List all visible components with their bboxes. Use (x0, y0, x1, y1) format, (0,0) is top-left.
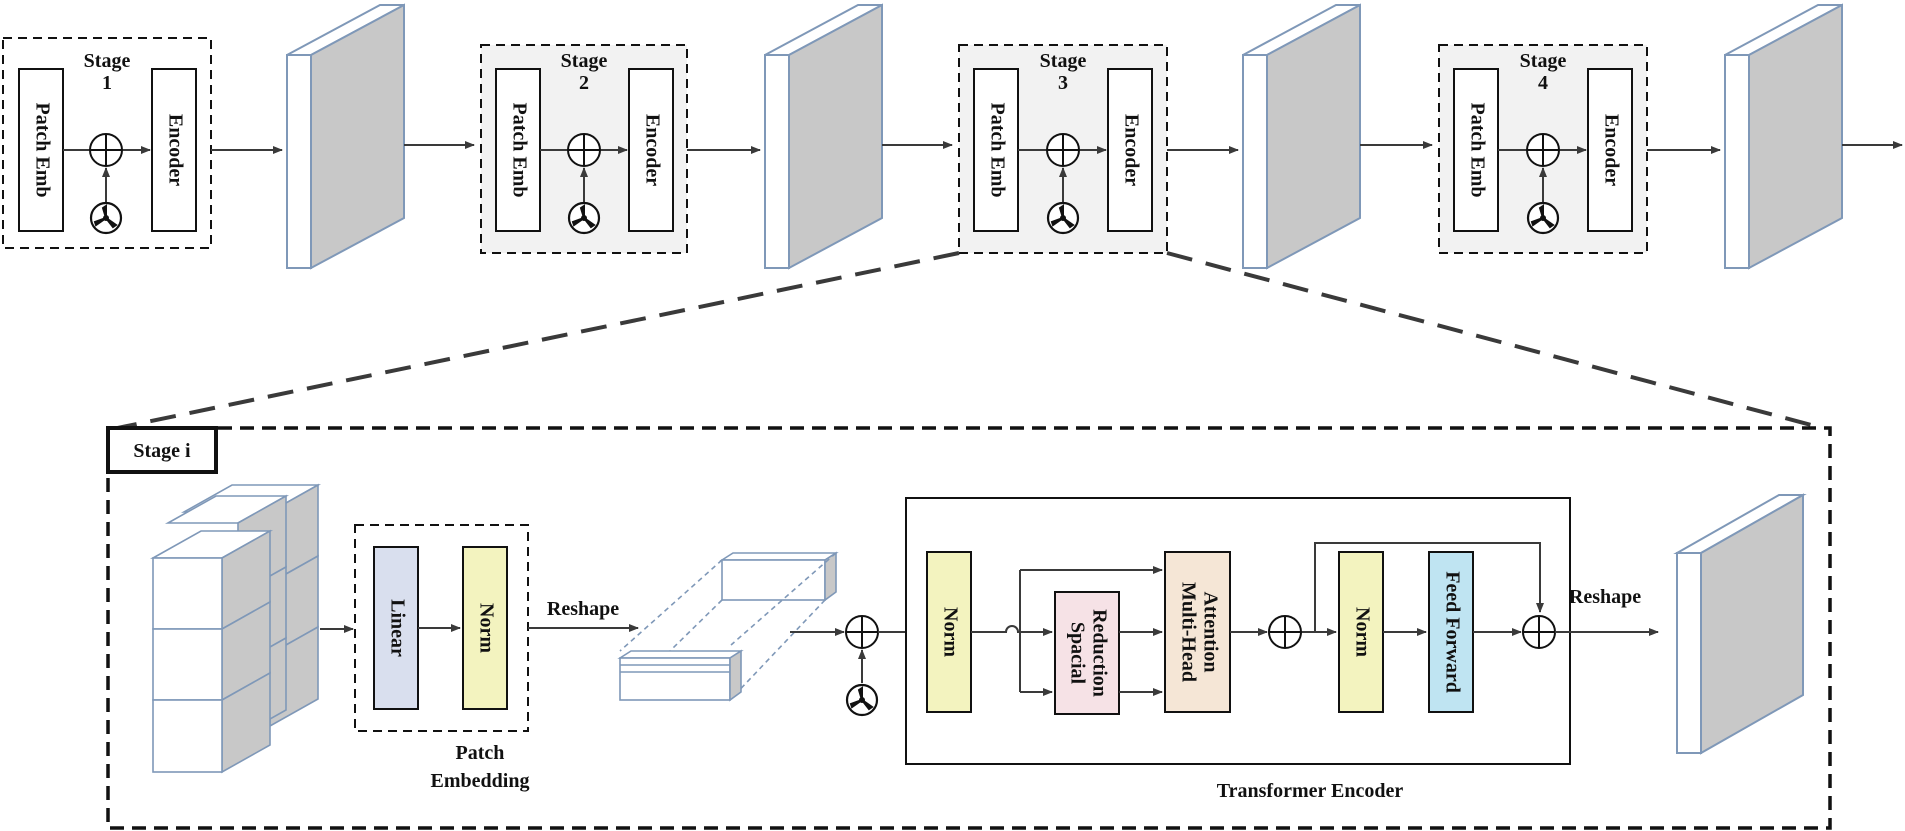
encoder-norm-1-box (926, 551, 972, 713)
stage-1-encoder-box (151, 68, 197, 232)
stage-3-add-icon (1046, 133, 1080, 167)
stage-2-add-icon (567, 133, 601, 167)
stage-1-patch-emb-box (18, 68, 64, 232)
stage-2-patch-emb-label: Patch Emb (508, 103, 530, 198)
feature-map-4 (1724, 3, 1843, 270)
feature-map-2 (764, 3, 883, 270)
reshape-in-label: Reshape (547, 598, 619, 620)
token-sequence (617, 551, 839, 702)
stage-2-encoder-label: Encoder (641, 114, 663, 186)
encoder-norm-2-label: Norm (1351, 607, 1373, 657)
stage-3-position-encoding-icon (1046, 201, 1080, 235)
spatial-reduction-label-2: Reduction (1088, 609, 1110, 697)
transformer-encoder-caption: Transformer Encoder (1217, 780, 1404, 802)
stage-1-patch-emb-label: Patch Emb (31, 103, 53, 198)
feed-forward-label: Feed Forward (1441, 571, 1463, 693)
stage-1-encoder-label: Encoder (164, 114, 186, 186)
stage-4-encoder-box (1587, 68, 1633, 232)
stage-2-position-encoding-icon (567, 201, 601, 235)
stage-4-group: Stage 4 Patch Emb Encoder (1438, 44, 1648, 254)
spatial-reduction-label-1: Spacial (1066, 622, 1088, 685)
detail-position-encoding-icon (845, 683, 879, 717)
zoom-line-right (1166, 251, 1831, 432)
stage-2-number: 2 (579, 72, 589, 94)
multi-head-attention-label-1: Multi-Head (1177, 582, 1199, 682)
feature-map-3 (1242, 3, 1361, 270)
multi-head-attention-box (1164, 551, 1231, 713)
feed-forward-box (1428, 551, 1474, 713)
multi-head-attention-label-2: Attention (1199, 591, 1221, 672)
stage-1-position-encoding-icon (89, 201, 123, 235)
zoom-line-left (107, 251, 960, 432)
reshape-out-label: Reshape (1569, 586, 1641, 608)
stage-4-patch-emb-label: Patch Emb (1466, 103, 1488, 198)
top-row-arrows (211, 141, 1903, 154)
input-patches-cube (149, 483, 322, 774)
stage-i-title: Stage i (133, 440, 191, 462)
detail-add-icon (845, 615, 879, 649)
linear-label: Linear (386, 599, 408, 657)
encoder-norm-1-label: Norm (939, 607, 961, 657)
stage-1-number: 1 (102, 72, 112, 94)
stage-1-add-icon (89, 133, 123, 167)
patch-norm-label: Norm (475, 603, 497, 653)
stage-4-patch-emb-box (1453, 68, 1499, 232)
stage-3-title: Stage (1040, 50, 1087, 72)
spatial-reduction-box (1054, 591, 1120, 715)
stage-2-group: Stage 2 Patch Emb Encoder (480, 44, 688, 254)
stage-1-group: Stage 1 Patch Emb Encoder (2, 37, 212, 249)
stage-1-title: Stage (84, 50, 131, 72)
stage-4-position-encoding-icon (1526, 201, 1560, 235)
encoder-norm-2-box (1338, 551, 1384, 713)
stage-i-title-box (106, 426, 218, 474)
stage-4-encoder-label: Encoder (1600, 114, 1622, 186)
stage-3-encoder-label: Encoder (1120, 114, 1142, 186)
output-feature-map (1673, 493, 1807, 755)
patch-embedding-caption-2: Embedding (431, 770, 530, 792)
transformer-encoder-block: Transformer Encoder Norm Spacial Reducti… (905, 497, 1571, 802)
stage-3-number: 3 (1058, 72, 1068, 94)
stage-4-add-icon (1526, 133, 1560, 167)
stage-4-number: 4 (1538, 72, 1548, 94)
patch-embedding-caption-1: Patch (456, 742, 505, 764)
stage-3-encoder-box (1107, 68, 1153, 232)
stage-4-title: Stage (1520, 50, 1567, 72)
stage-3-patch-emb-box (973, 68, 1019, 232)
stage-2-title: Stage (561, 50, 608, 72)
feature-map-1 (286, 3, 405, 270)
encoder-residual-add-2-icon (1522, 615, 1556, 649)
stage-3-patch-emb-label: Patch Emb (986, 103, 1008, 198)
stage-2-encoder-box (628, 68, 674, 232)
stage-3-group: Stage 3 Patch Emb Encoder (958, 44, 1168, 254)
patch-norm-box (462, 546, 508, 710)
encoder-residual-add-1-icon (1268, 615, 1302, 649)
